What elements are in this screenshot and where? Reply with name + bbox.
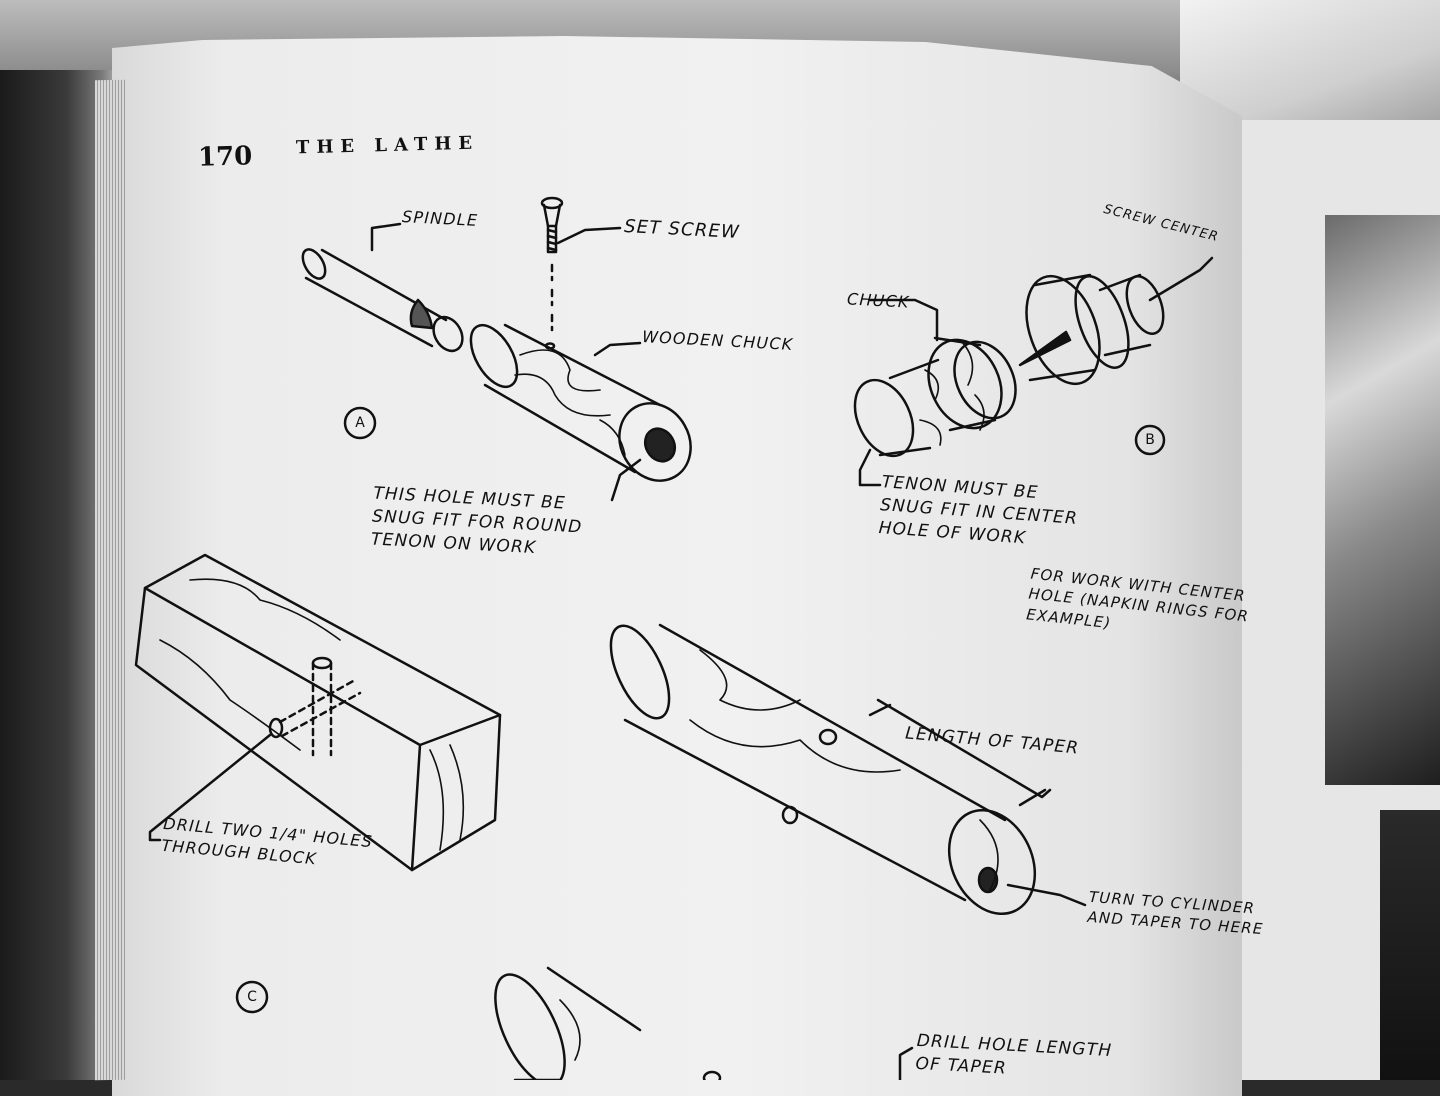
set-screw-drawing: [540, 196, 622, 332]
note-hole-fit: THIS HOLE MUST BE SNUG FIT FOR ROUND TEN…: [370, 483, 584, 563]
facing-page-photo-lower: [1380, 810, 1440, 1080]
figure-b-marker: [1134, 424, 1166, 456]
label-spindle: SPINDLE: [401, 207, 479, 230]
facing-page-photo: [1325, 215, 1440, 785]
drilled-block-drawing: [134, 553, 502, 872]
figure-c-marker: [235, 980, 269, 1014]
label-chuck: CHUCK: [846, 289, 911, 312]
wooden-chuck-drawing: [469, 323, 692, 502]
taper-cylinder-drawing: [609, 623, 1087, 916]
figure-a-marker: [343, 406, 377, 440]
note-tenon-fit: TENON MUST BE SNUG FIT IN CENTER HOLE OF…: [878, 471, 1080, 553]
screw-center-drawing: [1018, 256, 1214, 386]
lower-cylinder-drawing: [494, 966, 914, 1080]
chuck-b-drawing: [853, 298, 1017, 487]
spindle-drawing: [301, 222, 464, 353]
figure-c-letter: C: [247, 989, 257, 1005]
figure-b-letter: B: [1145, 432, 1155, 448]
figure-a-letter: A: [355, 415, 365, 431]
book-page: [112, 36, 1242, 1096]
